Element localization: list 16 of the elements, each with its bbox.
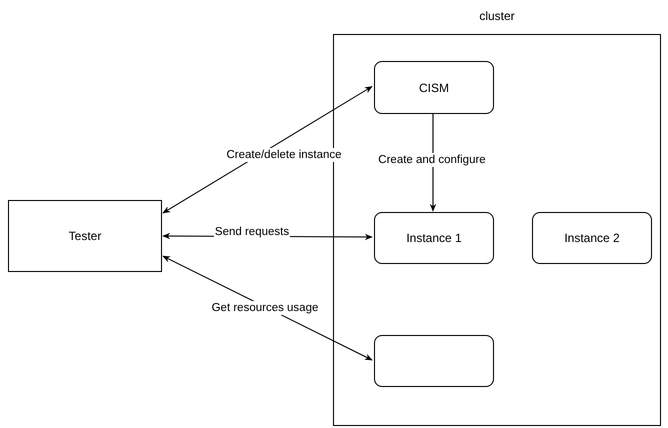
process-box: [374, 61, 494, 114]
node-label: Instance 2: [564, 230, 620, 247]
edge-label: Create and configure: [377, 153, 487, 167]
edge-label: Create/delete instance: [225, 148, 343, 162]
node-label: Instance 1: [406, 230, 462, 247]
arrow: [162, 86, 373, 214]
edge-label: Get resources usage: [210, 301, 320, 315]
node-label: Tester: [68, 228, 102, 245]
arrow: [162, 256, 373, 360]
process-box: [374, 212, 494, 264]
group-title: cluster: [478, 8, 516, 25]
process-box: [532, 212, 652, 264]
edge-label: Send requests: [214, 225, 290, 239]
process-box: [8, 200, 162, 272]
node-label: CISM: [419, 80, 449, 96]
process-box: [374, 335, 494, 387]
